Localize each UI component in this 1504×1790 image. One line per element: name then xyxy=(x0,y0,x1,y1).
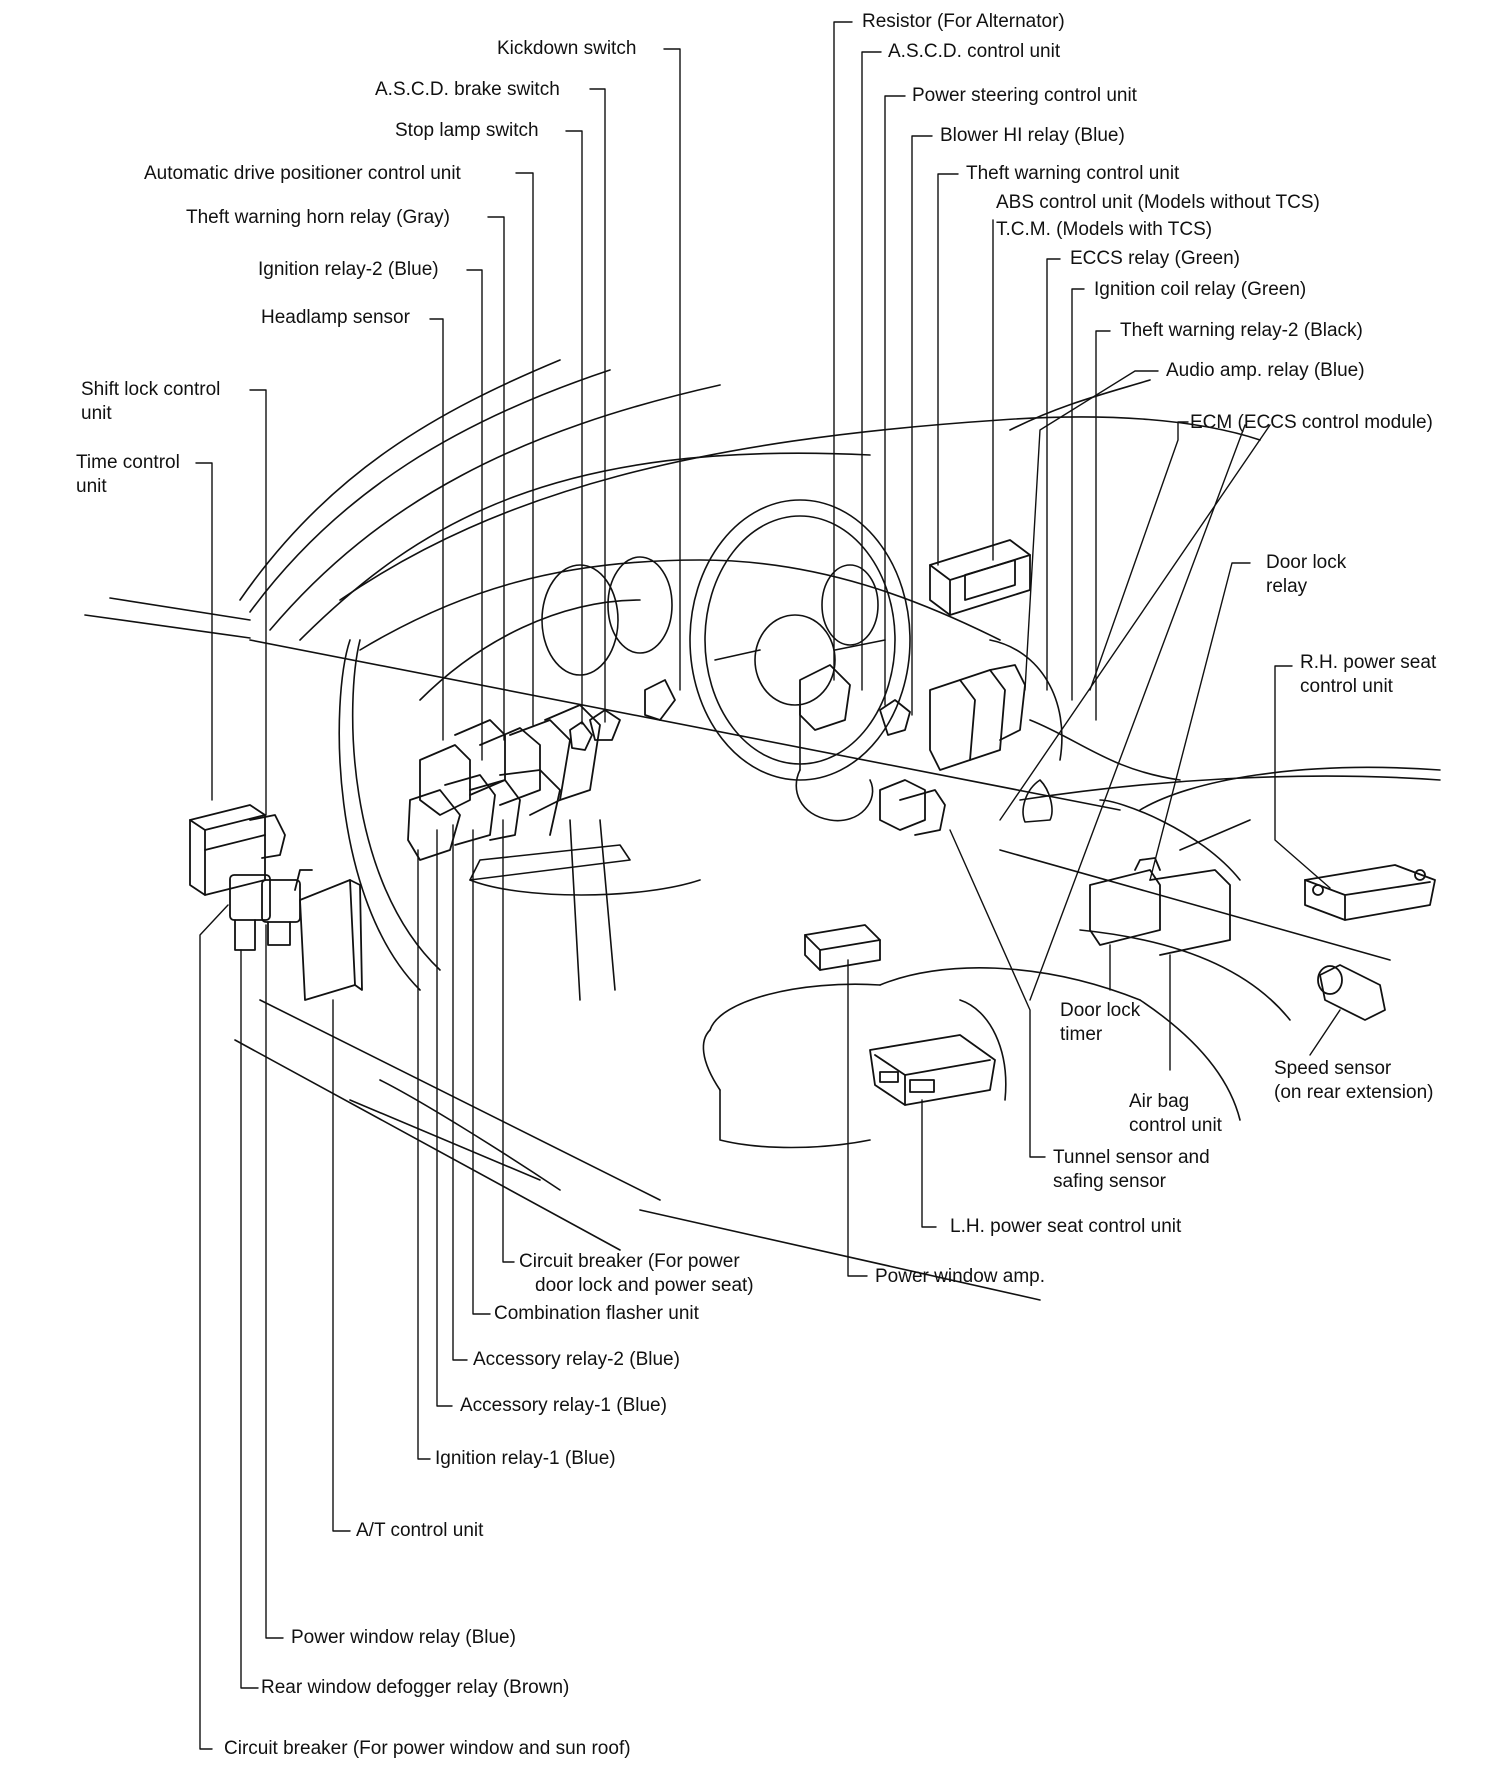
label-tunnel-sensor: Tunnel sensor and safing sensor xyxy=(1053,1146,1210,1194)
label-auto-drive-positioner: Automatic drive positioner control unit xyxy=(144,163,461,184)
label-door-lock-timer: Door lock timer xyxy=(1060,999,1140,1047)
label-door-lock-relay-line-1: Door lock xyxy=(1266,552,1347,573)
label-door-lock-relay: Door lock relay xyxy=(1266,551,1346,599)
label-rh-power-seat-control-unit: R.H. power seat control unit xyxy=(1300,651,1436,699)
label-circuit-breaker-power-window: Circuit breaker (For power window and su… xyxy=(224,1738,631,1759)
label-door-lock-relay-line-2: relay xyxy=(1266,576,1308,597)
label-power-window-amp: Power window amp. xyxy=(875,1266,1046,1287)
label-resistor: Resistor (For Alternator) xyxy=(862,11,1065,32)
label-ecm: ECM (ECCS control module) xyxy=(1190,412,1433,433)
label-circuit-breaker-door-lock-line-1: Circuit breaker (For power xyxy=(519,1251,740,1272)
label-kickdown-switch: Kickdown switch xyxy=(497,38,637,59)
label-theft-warning-relay-2: Theft warning relay-2 (Black) xyxy=(1120,320,1363,341)
label-door-lock-timer-line-1: Door lock xyxy=(1060,1000,1141,1021)
label-speed-sensor: Speed sensor (on rear extension) xyxy=(1274,1057,1433,1105)
label-theft-horn-relay: Theft warning horn relay (Gray) xyxy=(186,207,450,228)
label-speed-sensor-line-1: Speed sensor xyxy=(1274,1058,1392,1079)
label-shift-lock-line-1: Shift lock control xyxy=(81,379,221,400)
label-lh-power-seat-control-unit: L.H. power seat control unit xyxy=(950,1216,1182,1237)
label-combination-flasher-unit: Combination flasher unit xyxy=(494,1303,699,1324)
component-shapes xyxy=(189,539,1436,1106)
label-circuit-breaker-door-lock-line-2: door lock and power seat) xyxy=(535,1275,754,1296)
label-rear-window-defogger-relay: Rear window defogger relay (Brown) xyxy=(261,1677,570,1698)
label-accessory-relay-2: Accessory relay-2 (Blue) xyxy=(473,1349,680,1370)
label-rh-power-seat-line-1: R.H. power seat xyxy=(1300,652,1437,673)
label-power-window-relay: Power window relay (Blue) xyxy=(291,1627,516,1648)
label-ignition-relay-1: Ignition relay-1 (Blue) xyxy=(435,1448,616,1469)
label-tunnel-sensor-line-1: Tunnel sensor and xyxy=(1053,1147,1210,1168)
interior-outline xyxy=(84,359,1441,1301)
label-time-control-line-2: unit xyxy=(76,476,107,497)
label-tunnel-sensor-line-2: safing sensor xyxy=(1053,1171,1167,1192)
label-eccs-relay: ECCS relay (Green) xyxy=(1070,248,1240,269)
label-time-control-unit: Time control unit xyxy=(76,451,180,499)
label-headlamp-sensor: Headlamp sensor xyxy=(261,307,410,328)
label-airbag-line-1: Air bag xyxy=(1129,1091,1190,1112)
label-airbag-control-unit: Air bag control unit xyxy=(1129,1090,1222,1138)
leader-lines xyxy=(195,21,1341,1750)
label-abs-control-unit: ABS control unit (Models without TCS) xyxy=(996,192,1320,213)
label-power-steering-control-unit: Power steering control unit xyxy=(912,85,1137,106)
label-ignition-coil-relay: Ignition coil relay (Green) xyxy=(1094,279,1307,300)
label-shift-lock-control-unit: Shift lock control unit xyxy=(81,378,220,426)
label-tcm: T.C.M. (Models with TCS) xyxy=(996,219,1213,240)
label-rh-power-seat-line-2: control unit xyxy=(1300,676,1393,697)
label-ignition-relay-2: Ignition relay-2 (Blue) xyxy=(258,259,439,280)
label-at-control-unit: A/T control unit xyxy=(356,1520,484,1541)
label-shift-lock-line-2: unit xyxy=(81,403,112,424)
label-audio-amp-relay: Audio amp. relay (Blue) xyxy=(1166,360,1365,381)
label-speed-sensor-line-2: (on rear extension) xyxy=(1274,1082,1434,1103)
label-airbag-line-2: control unit xyxy=(1129,1115,1222,1136)
label-theft-warning-control-unit: Theft warning control unit xyxy=(966,163,1180,184)
label-accessory-relay-1: Accessory relay-1 (Blue) xyxy=(460,1395,667,1416)
label-circuit-breaker-door-lock: Circuit breaker (For power door lock and… xyxy=(519,1250,754,1298)
label-blower-hi-relay: Blower HI relay (Blue) xyxy=(940,125,1125,146)
label-stop-lamp-switch: Stop lamp switch xyxy=(395,120,539,141)
label-ascd-brake-switch: A.S.C.D. brake switch xyxy=(375,79,560,100)
label-door-lock-timer-line-2: timer xyxy=(1060,1024,1103,1045)
label-time-control-line-1: Time control xyxy=(76,452,180,473)
label-ascd-control-unit: A.S.C.D. control unit xyxy=(888,41,1061,62)
